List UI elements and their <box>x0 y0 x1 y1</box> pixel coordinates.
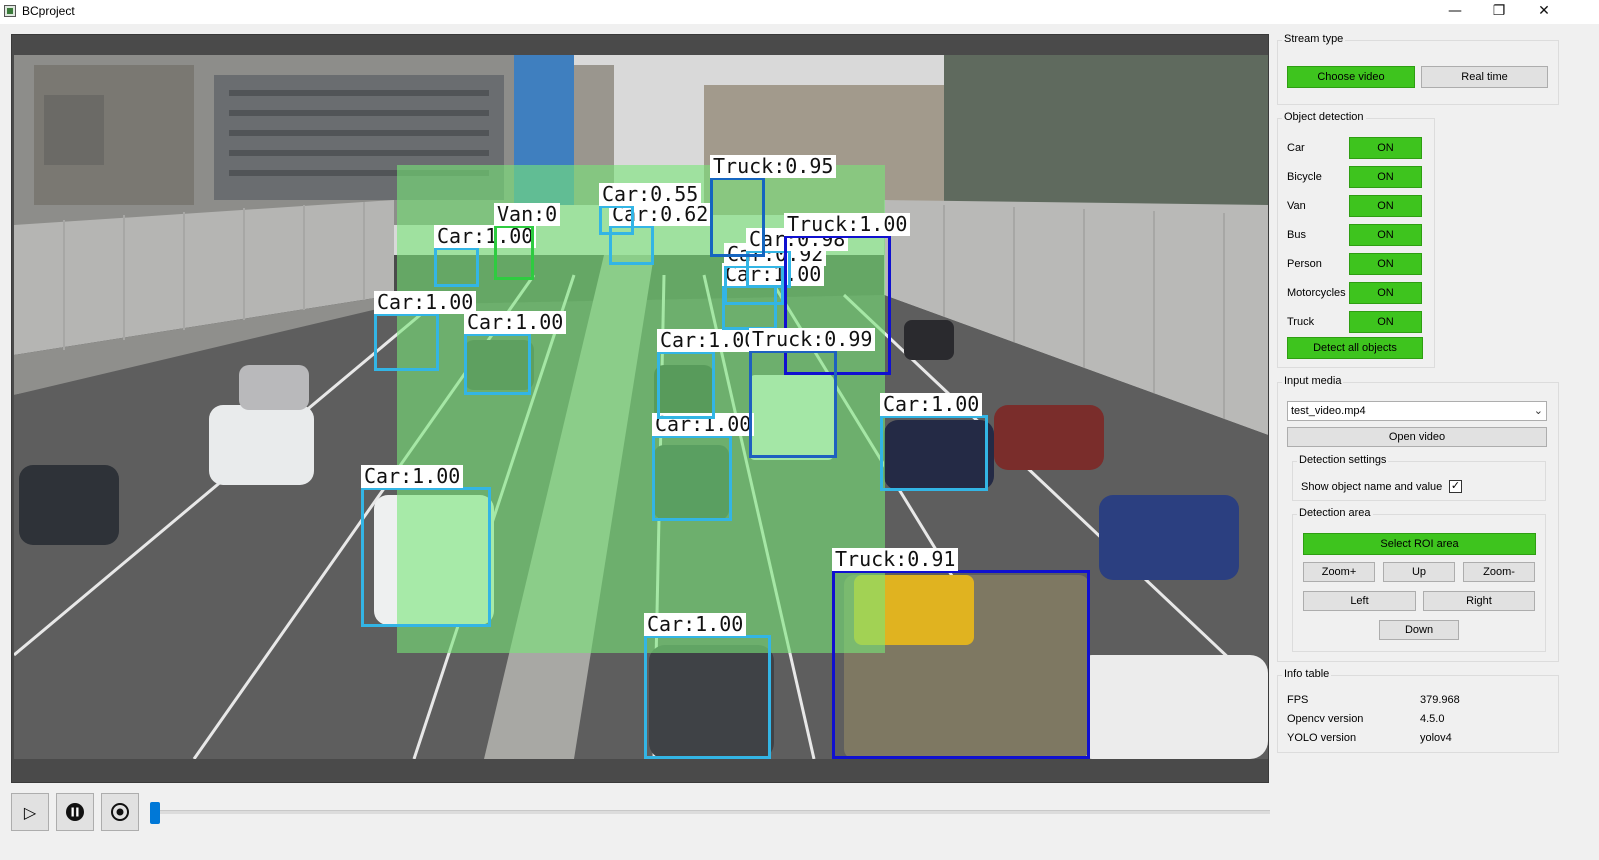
detection-box: Car:1.00 <box>434 225 537 287</box>
record-icon <box>111 803 129 821</box>
object-detection-title: Object detection <box>1282 111 1366 123</box>
down-button[interactable]: Down <box>1379 620 1459 640</box>
detection-box: Car:1.00 <box>464 311 567 395</box>
detection-label: Car:1.00 <box>880 393 983 416</box>
toggle-person-button[interactable]: ON <box>1349 253 1422 275</box>
info-key: FPS <box>1287 694 1309 706</box>
detection-box: Car:1.00 <box>880 393 988 491</box>
detection-box: Truck:1.00 <box>784 213 911 375</box>
detection-class-label: Truck <box>1287 316 1315 328</box>
input-media-group: Input media test_video.mp4 ⌄ Open video … <box>1277 375 1559 662</box>
detection-box: Truck:0.91 <box>832 548 1090 759</box>
detection-label: Truck:0.99 <box>749 328 876 351</box>
detection-label: Car:1.00 <box>434 225 537 248</box>
up-button[interactable]: Up <box>1383 562 1455 582</box>
info-key: YOLO version <box>1287 732 1357 744</box>
detection-area-group: Detection area Select ROI area Zoom+ Up … <box>1292 507 1546 652</box>
toggle-van-button[interactable]: ON <box>1349 195 1422 217</box>
open-video-button[interactable]: Open video <box>1287 427 1547 447</box>
detection-box: Car:0.62 <box>609 203 712 265</box>
right-button[interactable]: Right <box>1423 591 1535 611</box>
progress-handle[interactable] <box>150 802 161 824</box>
show-name-label: Show object name and value <box>1301 481 1443 493</box>
detection-box: Car:1.00 <box>644 613 771 759</box>
play-button[interactable]: ▷ <box>11 793 49 831</box>
detection-label: Truck:0.95 <box>710 155 837 178</box>
window-title: BCproject <box>22 4 75 18</box>
stream-type-group: Stream type Choose video Real time <box>1277 33 1559 105</box>
play-icon: ▷ <box>23 802 37 822</box>
toggle-motorcycles-button[interactable]: ON <box>1349 282 1422 304</box>
detection-box: Car:1.00 <box>652 413 755 521</box>
detection-label: Car:1.00 <box>657 329 760 352</box>
select-roi-button[interactable]: Select ROI area <box>1303 533 1536 555</box>
toggle-truck-button[interactable]: ON <box>1349 311 1422 333</box>
detection-class-label: Person <box>1287 258 1322 270</box>
detection-label: Van:0 <box>494 203 561 226</box>
detection-class-label: Bicycle <box>1287 171 1322 183</box>
detection-class-label: Bus <box>1287 229 1306 241</box>
info-key: Opencv version <box>1287 713 1364 725</box>
detection-settings-title: Detection settings <box>1297 454 1389 466</box>
info-value: yolov4 <box>1420 732 1452 744</box>
title-bar: BCproject — ❐ ✕ <box>0 0 1599 24</box>
detection-label: Truck:0.91 <box>832 548 959 571</box>
detection-label: Car:1.00 <box>644 613 747 636</box>
detection-box: Truck:0.95 <box>710 155 837 257</box>
detection-area-title: Detection area <box>1297 507 1373 519</box>
zoom-in-button[interactable]: Zoom+ <box>1303 562 1375 582</box>
detection-label: Car:1.00 <box>464 311 567 334</box>
detection-box: Truck:0.99 <box>749 328 876 458</box>
detect-all-button[interactable]: Detect all objects <box>1287 337 1423 359</box>
media-file-select[interactable]: test_video.mp4 ⌄ <box>1287 401 1547 421</box>
video-progress-slider[interactable] <box>150 802 1270 824</box>
app-icon <box>4 5 16 17</box>
stream-type-title: Stream type <box>1282 33 1346 45</box>
detection-label: Car:0.55 <box>599 183 702 206</box>
detection-box: Van:0 <box>494 203 561 280</box>
close-button[interactable]: ✕ <box>1538 3 1550 19</box>
show-name-checkbox[interactable]: ✓ <box>1449 480 1462 493</box>
media-file-value: test_video.mp4 <box>1291 405 1366 417</box>
zoom-out-button[interactable]: Zoom- <box>1463 562 1535 582</box>
detection-box: Car:0.55 <box>599 183 702 235</box>
detection-box: Car:1.00 <box>657 329 760 419</box>
toggle-car-button[interactable]: ON <box>1349 137 1422 159</box>
detection-box: Car:1.00 <box>361 465 491 627</box>
info-value: 379.968 <box>1420 694 1460 706</box>
detection-label: Car:0.62 <box>609 203 712 226</box>
maximize-button[interactable]: ❐ <box>1492 3 1506 19</box>
record-button[interactable] <box>101 793 139 831</box>
input-media-title: Input media <box>1282 375 1344 387</box>
chevron-down-icon: ⌄ <box>1533 405 1543 417</box>
detection-box: Car:1.00 <box>374 291 477 371</box>
detection-label: Car:1.00 <box>361 465 464 488</box>
pause-icon <box>66 803 84 821</box>
detection-settings-group: Detection settings Show object name and … <box>1292 454 1546 501</box>
detection-label: Car:1.00 <box>374 291 477 314</box>
detection-label: Truck:1.00 <box>784 213 911 236</box>
info-value: 4.5.0 <box>1420 713 1445 725</box>
info-table-title: Info table <box>1282 668 1332 680</box>
pause-button[interactable] <box>56 793 94 831</box>
left-button[interactable]: Left <box>1303 591 1416 611</box>
real-time-button[interactable]: Real time <box>1421 66 1548 88</box>
detection-class-label: Motorcycles <box>1287 287 1346 299</box>
detection-class-label: Van <box>1287 200 1306 212</box>
toggle-bicycle-button[interactable]: ON <box>1349 166 1422 188</box>
minimize-button[interactable]: — <box>1448 3 1462 19</box>
toggle-bus-button[interactable]: ON <box>1349 224 1422 246</box>
detection-class-label: Car <box>1287 142 1305 154</box>
choose-video-button[interactable]: Choose video <box>1287 66 1415 88</box>
